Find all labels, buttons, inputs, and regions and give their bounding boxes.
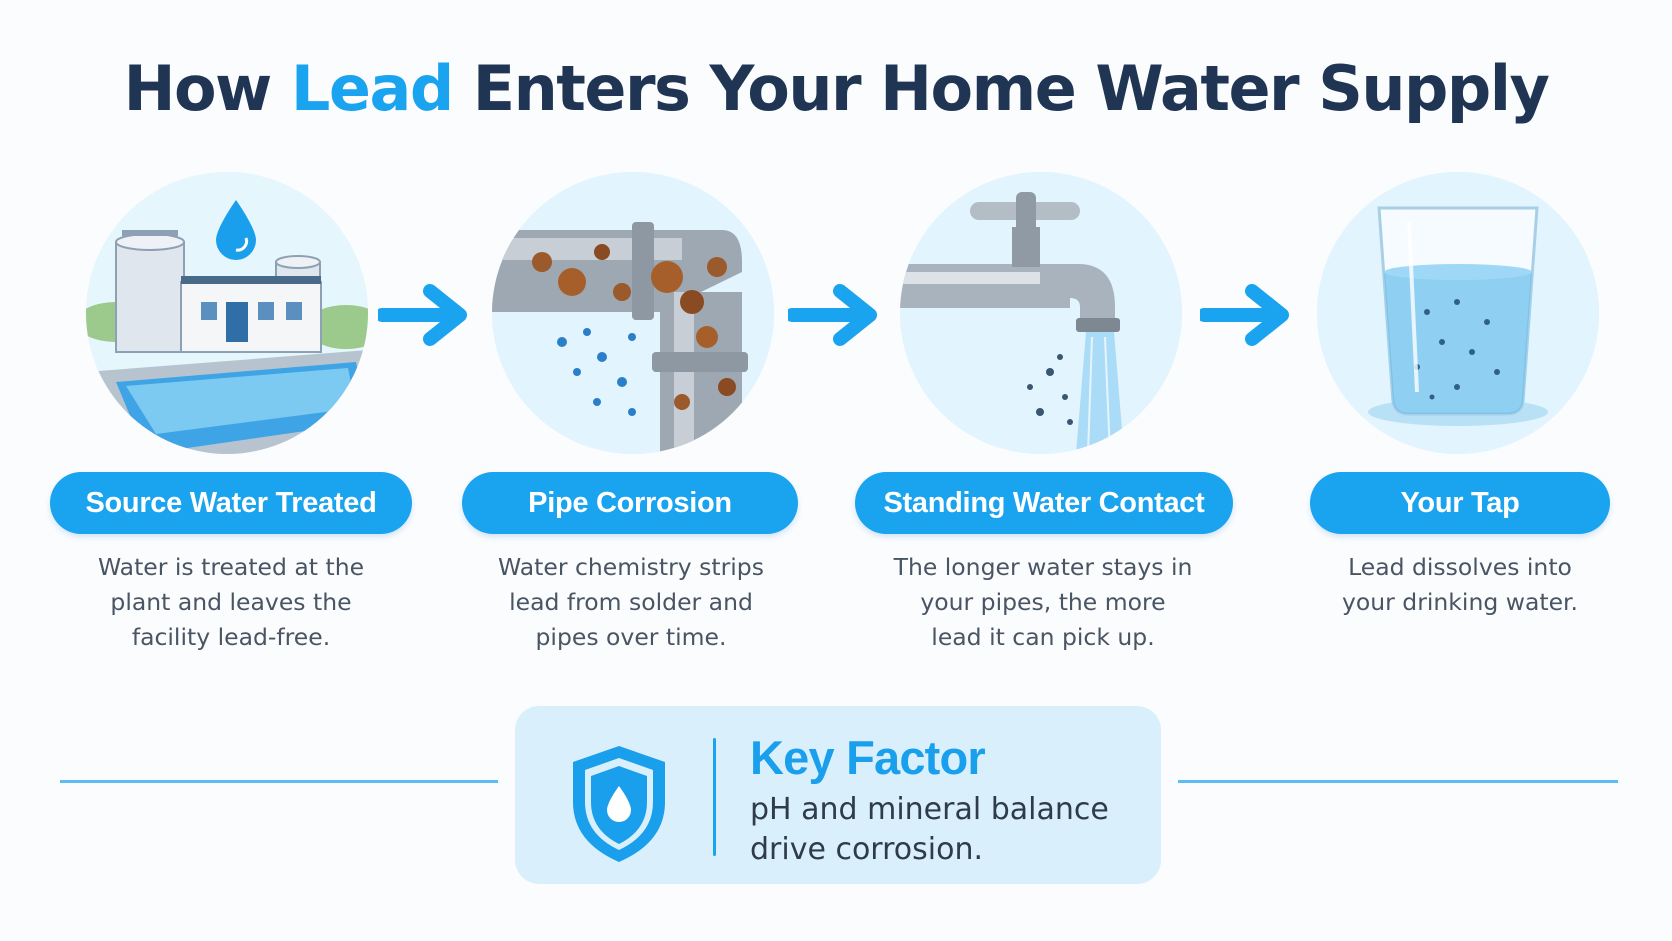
vertical-separator <box>713 738 716 856</box>
step-label-source-water: Source Water Treated <box>50 472 412 534</box>
glass-of-water-icon <box>1317 172 1599 454</box>
divider-line-left <box>60 780 498 783</box>
key-factor-box: Key Factor pH and mineral balance drive … <box>515 706 1161 884</box>
divider-line-right <box>1178 780 1618 783</box>
key-factor-text: pH and mineral balance drive corrosion. <box>750 792 1109 867</box>
step-description-source-water: Water is treated at the plant and leaves… <box>97 553 365 651</box>
step-label-your-tap: Your Tap <box>1310 472 1610 534</box>
arrow-icon <box>788 284 877 346</box>
arrow-icon <box>378 284 467 346</box>
arrow-icon <box>1200 284 1289 346</box>
water-treatment-plant-icon <box>86 172 368 454</box>
step-label-standing-water: Standing Water Contact <box>855 472 1233 534</box>
step-description-your-tap: Lead dissolves into your drinking water. <box>1342 553 1578 616</box>
step-pipe-corrosion: Pipe Corrosion Water chemistry strips le… <box>430 172 850 672</box>
title-suffix: Enters Your Home Water Supply <box>452 52 1550 125</box>
step-description-standing-water: The longer water stays in your pipes, th… <box>893 553 1193 651</box>
title-prefix: How <box>123 52 291 125</box>
title-highlight: Lead <box>290 52 454 125</box>
step-description-pipe-corrosion: Water chemistry strips lead from solder … <box>498 553 764 651</box>
step-label-pipe-corrosion: Pipe Corrosion <box>462 472 798 534</box>
step-your-tap: Your Tap Lead dissolves into your drinki… <box>1245 172 1665 672</box>
page-title: How Lead Enters Your Home Water Supply <box>0 52 1672 125</box>
shield-water-drop-icon <box>573 746 665 862</box>
step-source-water: Source Water Treated Water is treated at… <box>20 172 440 672</box>
step-standing-water: Standing Water Contact The longer water … <box>855 172 1275 672</box>
key-factor-title: Key Factor <box>750 731 986 784</box>
corroded-pipe-icon <box>492 172 774 454</box>
faucet-icon <box>900 172 1182 454</box>
